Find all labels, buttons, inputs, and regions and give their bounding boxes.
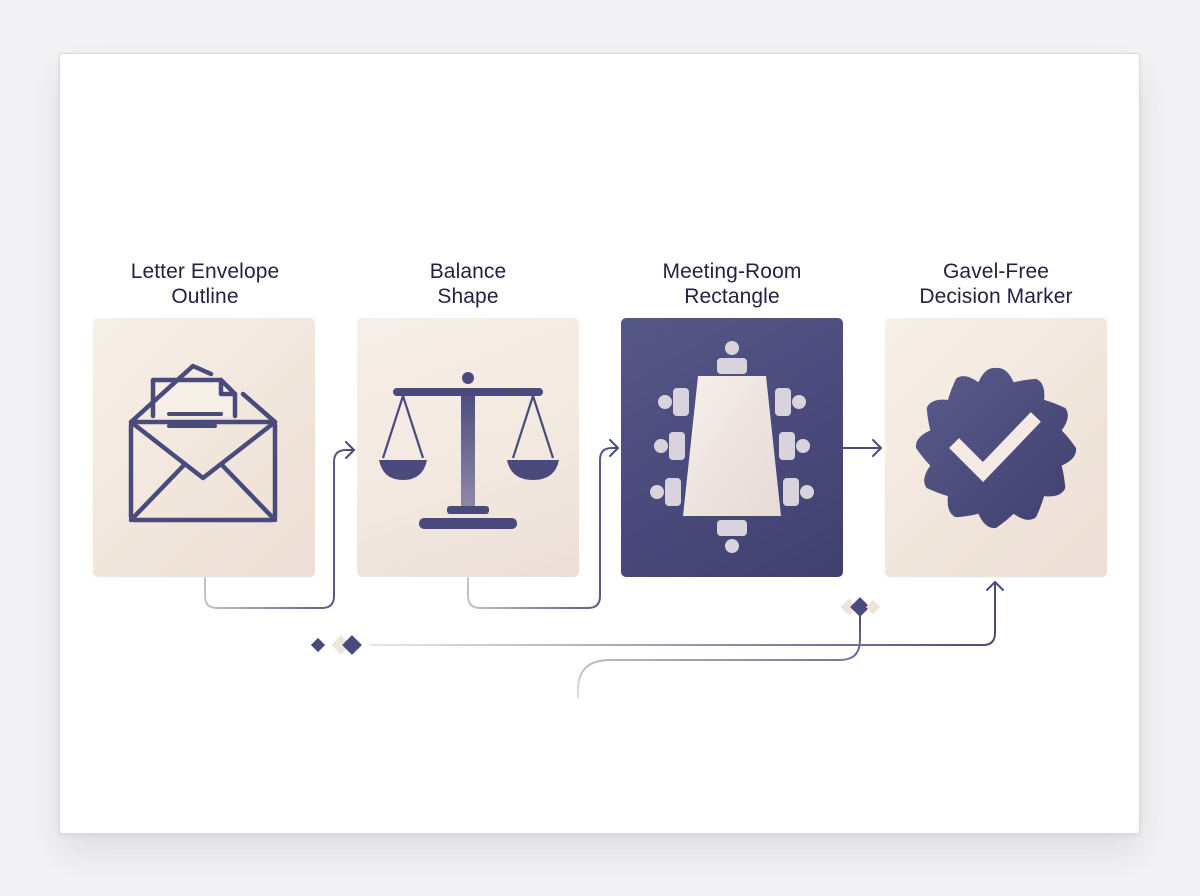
step-3-title-line-1: Meeting-Room [662,260,802,283]
step-4-title: Gavel-Free Decision Marker [876,259,1116,309]
arrowhead-feedback [986,581,1004,591]
meeting-table-icon [650,341,814,553]
step-4-title-line-2: Decision Marker [919,285,1073,308]
connector-curve [577,613,861,699]
step-2-title: Balance Shape [348,259,588,309]
balance-scale-icon [379,372,559,529]
step-3-title-line-2: Rectangle [684,285,780,308]
step-2-card [357,318,579,577]
step-1-title: Letter Envelope Outline [85,259,325,309]
checkmark-badge-icon [915,367,1077,529]
arrowhead-3-4 [872,439,882,457]
arrowhead-2-3 [609,439,619,457]
step-2-title-line-2: Shape [437,285,499,308]
arrowhead-1-2 [345,441,355,459]
step-1-card [93,318,315,577]
step-3-card [621,318,843,577]
step-1-title-line-2: Outline [171,285,239,308]
diamond-cluster-left [310,635,362,655]
step-4-title-line-1: Gavel-Free [942,260,1050,283]
step-2-title-line-1: Balance [429,260,507,283]
connector-2-3 [467,447,619,609]
diamond-cluster-right [840,597,881,617]
step-1-title-line-1: Letter Envelope [130,260,280,283]
step-4-card [885,318,1107,577]
connector-feedback [369,581,996,646]
envelope-icon [128,363,278,523]
connector-1-2 [204,449,355,609]
step-3-title: Meeting-Room Rectangle [612,259,852,309]
